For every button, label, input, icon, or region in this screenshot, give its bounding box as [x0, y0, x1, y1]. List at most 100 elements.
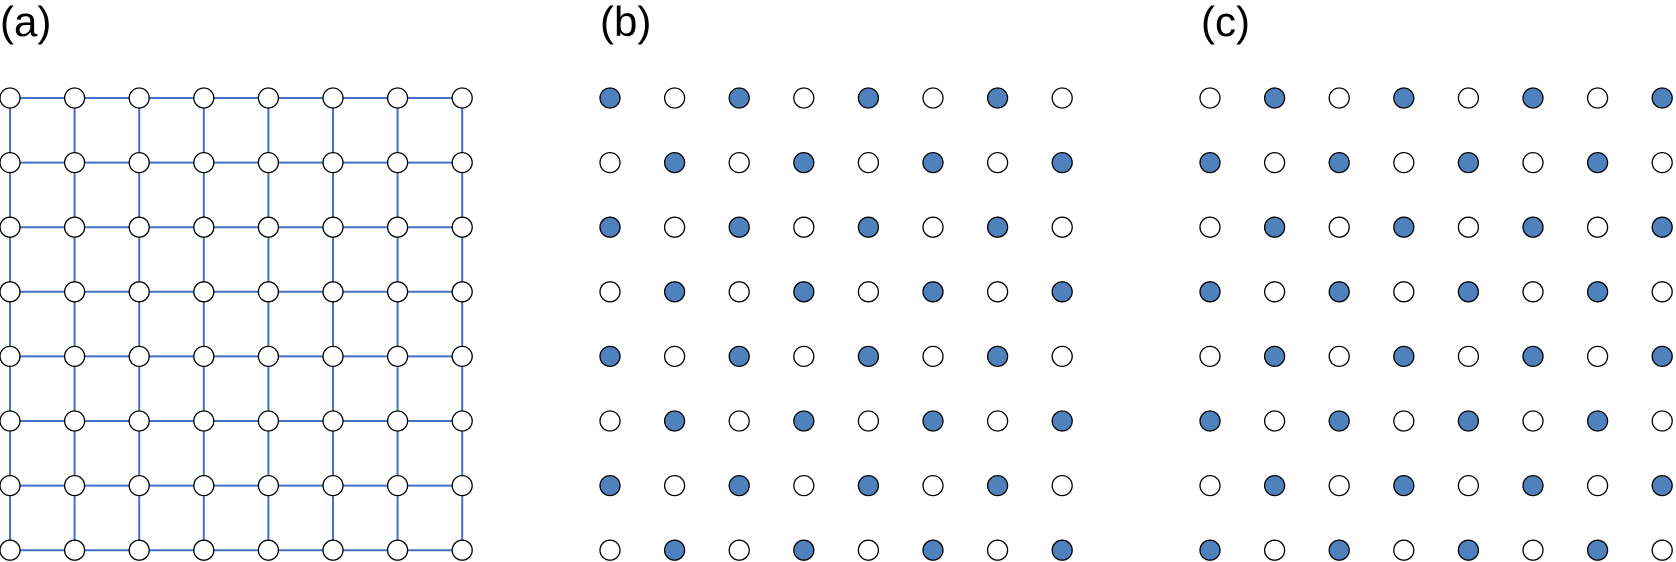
lattice-node-empty [128, 474, 150, 497]
panel-b: (b) [599, 0, 1073, 561]
lattice-node-empty [63, 87, 86, 109]
lattice-node-empty [322, 474, 344, 497]
lattice-node-filled [1328, 281, 1350, 303]
lattice-node-empty [728, 539, 750, 561]
lattice-node-empty [257, 216, 280, 238]
lattice-node-empty [257, 87, 280, 109]
lattice-node-filled [663, 410, 686, 432]
lattice-node-filled [1051, 539, 1073, 561]
lattice-node-empty [1263, 539, 1286, 561]
lattice-node-filled [986, 474, 1009, 497]
lattice-node-filled [922, 539, 944, 561]
lattice-node-empty [1393, 151, 1415, 174]
lattice-node-empty [1393, 410, 1415, 432]
panel-c-nodes [1199, 87, 1673, 561]
lattice-node-empty [1457, 345, 1480, 368]
lattice-node-empty [1586, 87, 1609, 109]
lattice-node-empty [451, 216, 473, 238]
lattice-node-empty [922, 345, 944, 368]
lattice-node-empty [322, 87, 344, 109]
lattice-node-empty [1263, 281, 1286, 303]
lattice-node-empty [1651, 151, 1673, 174]
lattice-node-filled [986, 345, 1009, 368]
lattice-node-empty [922, 87, 944, 109]
lattice-node-filled [857, 345, 880, 368]
lattice-node-empty [663, 474, 686, 497]
lattice-node-filled [1457, 539, 1480, 561]
lattice-node-empty [451, 410, 473, 432]
lattice-node-empty [322, 216, 344, 238]
lattice-node-empty [0, 151, 21, 174]
lattice-node-empty [857, 151, 880, 174]
lattice-node-filled [857, 474, 880, 497]
lattice-node-empty [0, 216, 21, 238]
lattice-node-empty [1457, 216, 1480, 238]
lattice-node-empty [193, 216, 215, 238]
lattice-node-filled [1457, 151, 1480, 174]
lattice-node-empty [1051, 87, 1073, 109]
lattice-node-empty [451, 87, 473, 109]
lattice-node-filled [1457, 281, 1480, 303]
lattice-node-empty [451, 281, 473, 303]
lattice-node-empty [128, 539, 150, 561]
panel-a: (a) [0, 0, 473, 561]
lattice-node-empty [386, 87, 409, 109]
lattice-node-filled [1051, 151, 1073, 174]
lattice-node-filled [1393, 345, 1415, 368]
lattice-node-empty [322, 151, 344, 174]
lattice-node-filled [1328, 410, 1350, 432]
lattice-node-filled [922, 151, 944, 174]
panel-a-nodes [0, 87, 473, 561]
lattice-node-empty [257, 345, 280, 368]
lattice-node-empty [1457, 87, 1480, 109]
lattice-node-filled [1586, 410, 1609, 432]
lattice-node-empty [857, 410, 880, 432]
lattice-node-empty [386, 410, 409, 432]
lattice-node-empty [128, 216, 150, 238]
lattice-node-empty [663, 87, 686, 109]
lattice-node-empty [1328, 474, 1350, 497]
lattice-node-empty [599, 539, 621, 561]
lattice-node-filled [1263, 345, 1286, 368]
lattice-node-empty [128, 87, 150, 109]
lattice-node-filled [857, 216, 880, 238]
lattice-node-filled [1651, 345, 1673, 368]
lattice-node-empty [386, 345, 409, 368]
lattice-node-empty [386, 151, 409, 174]
panel-b-label: (b) [600, 0, 651, 45]
lattice-node-filled [793, 410, 815, 432]
lattice-node-empty [1651, 410, 1673, 432]
lattice-node-empty [1263, 151, 1286, 174]
lattice-node-filled [986, 87, 1009, 109]
lattice-node-filled [1328, 539, 1350, 561]
lattice-node-empty [257, 281, 280, 303]
lattice-node-empty [1586, 345, 1609, 368]
panel-a-edges [9, 97, 464, 552]
lattice-node-empty [0, 87, 21, 109]
lattice-node-empty [1199, 216, 1221, 238]
lattice-node-filled [1522, 216, 1544, 238]
lattice-node-empty [922, 216, 944, 238]
lattice-node-empty [0, 539, 21, 561]
lattice-node-filled [599, 216, 621, 238]
lattice-node-empty [1328, 345, 1350, 368]
lattice-node-empty [128, 281, 150, 303]
lattice-node-filled [1199, 410, 1221, 432]
lattice-node-filled [1651, 474, 1673, 497]
lattice-node-empty [451, 345, 473, 368]
lattice-node-empty [986, 410, 1009, 432]
lattice-node-empty [663, 216, 686, 238]
lattice-node-empty [63, 539, 86, 561]
lattice-node-empty [193, 345, 215, 368]
lattice-node-filled [728, 345, 750, 368]
lattice-node-filled [1457, 410, 1480, 432]
lattice-node-empty [0, 345, 21, 368]
lattice-node-filled [1393, 474, 1415, 497]
lattice-node-filled [1651, 87, 1673, 109]
lattice-node-empty [857, 539, 880, 561]
lattice-node-filled [857, 87, 880, 109]
lattice-node-filled [1328, 151, 1350, 174]
lattice-node-empty [193, 281, 215, 303]
lattice-node-empty [793, 345, 815, 368]
